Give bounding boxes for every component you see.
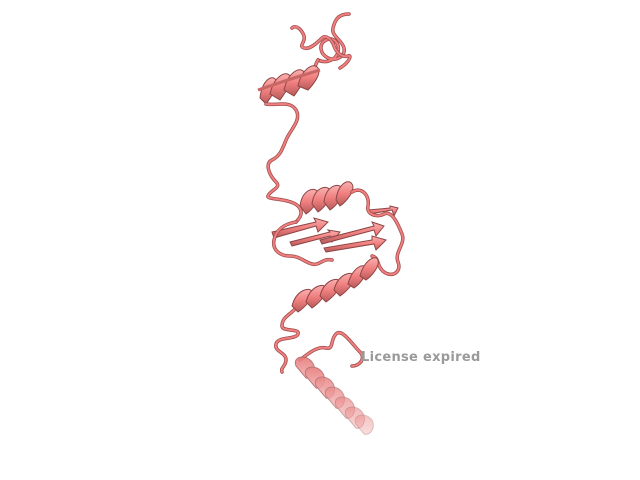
sheet-loops xyxy=(271,188,405,277)
bottom-helix xyxy=(294,356,374,435)
top-loop-cluster xyxy=(290,12,352,74)
middle-helix-lower xyxy=(291,257,379,313)
middle-helix-upper xyxy=(299,181,354,215)
lower-loops xyxy=(274,308,365,374)
top-helix xyxy=(257,65,321,105)
license-expired-watermark: License expired xyxy=(361,350,481,365)
beta-sheet xyxy=(271,205,399,253)
linker-loop xyxy=(264,102,303,224)
